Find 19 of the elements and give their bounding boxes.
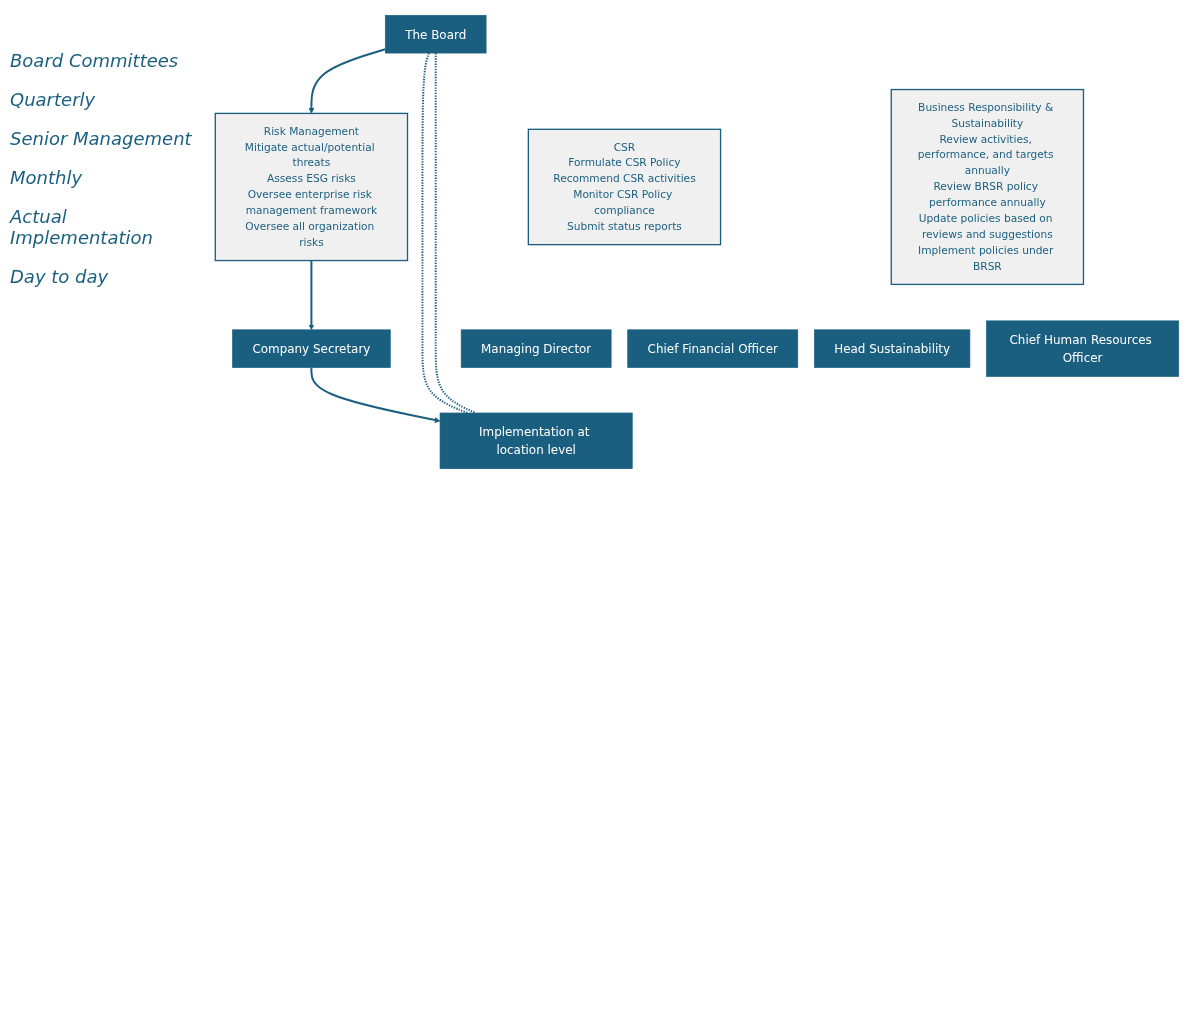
tier-label: Board Committees	[10, 50, 180, 71]
node-box: Company Secretary	[232, 329, 391, 368]
node-box: Implementation at location level	[439, 412, 633, 469]
tier-label: Monthly	[10, 167, 84, 188]
node-box: Chief Human Resources Officer	[986, 320, 1180, 377]
node-box: CSR Formulate CSR Policy Recommend CSR activities Monitor CSR Policy compliance Submit status reports	[527, 128, 722, 246]
tier-label: Quarterly	[10, 89, 97, 110]
arrow	[310, 366, 441, 423]
node-box: Risk Management Mitigate actual/potential threats Assess ESG risks Oversee enterprise risk management framework Oversee all organization risks	[214, 112, 409, 262]
tier-label: Actual Implementation	[10, 206, 154, 248]
tier-label: Senior Management	[10, 128, 193, 149]
arrow	[308, 48, 387, 114]
node-box: Chief Financial Officer	[627, 329, 799, 368]
node-box: Head Sustainability	[814, 329, 971, 368]
tier-label: Day to day	[10, 266, 110, 287]
node-box: Business Responsibility & Sustainability Review activities, performance, and targets annually Review BRSR policy performance annually Update policies based on reviews and suggestions Implement policies under BRSR	[890, 88, 1085, 286]
node-box: Managing Director	[460, 329, 612, 368]
node-box: The Board	[384, 14, 487, 54]
arrow	[308, 259, 315, 331]
